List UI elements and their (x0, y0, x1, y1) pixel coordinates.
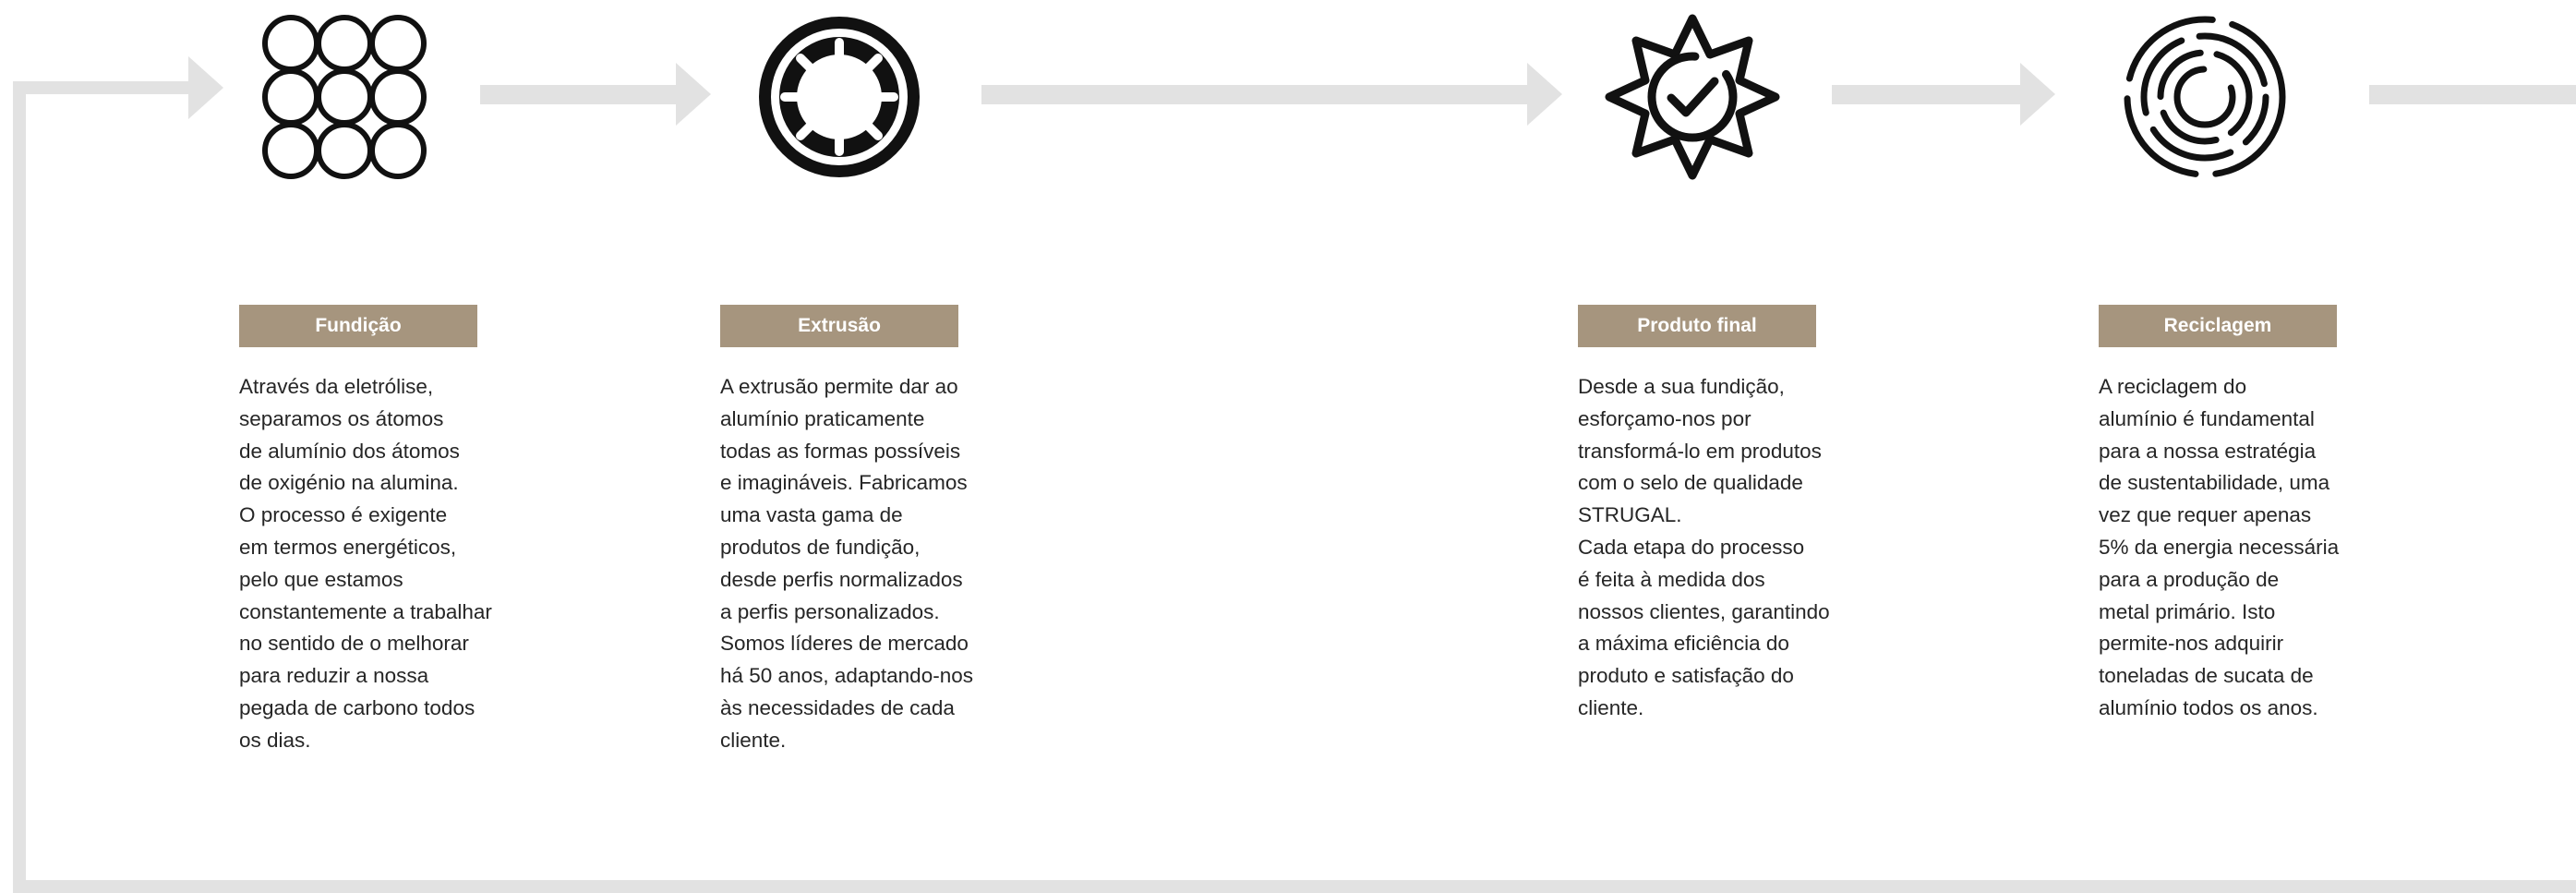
arrow-2-head (1527, 63, 1562, 126)
entry-arrow-head (188, 56, 223, 119)
step-label-fundicao: Fundição (239, 305, 477, 347)
recycling-rings-icon (2117, 9, 2293, 185)
step-description-produto-final: Desde a sua fundição, esforçamo-nos por … (1578, 375, 1830, 719)
step-description-reciclagem: A reciclagem do alumínio é fundamental p… (2099, 375, 2340, 719)
extrusion-die-icon (752, 9, 927, 185)
return-loop-line-left (13, 81, 26, 893)
exit-arrow-line (2369, 85, 2576, 104)
arrow-3-head (2020, 63, 2055, 126)
step-label-produto-final: Produto final (1578, 305, 1816, 347)
step-description-extrusao: A extrusão permite dar ao alumínio prati… (720, 375, 973, 752)
circles-grid-icon (257, 9, 432, 185)
step-label-reciclagem: Reciclagem (2099, 305, 2337, 347)
return-loop-line-bottom (13, 880, 2576, 893)
arrow-3-line (1832, 85, 2022, 104)
quality-seal-check-icon (1605, 9, 1780, 185)
entry-arrow-line (13, 81, 190, 94)
step-label-extrusao: Extrusão (720, 305, 958, 347)
step-description-fundicao: Através da eletrólise, separamos os átom… (239, 375, 492, 752)
arrow-1-head (676, 63, 711, 126)
arrow-1-line (480, 85, 678, 104)
arrow-2-line (981, 85, 1529, 104)
